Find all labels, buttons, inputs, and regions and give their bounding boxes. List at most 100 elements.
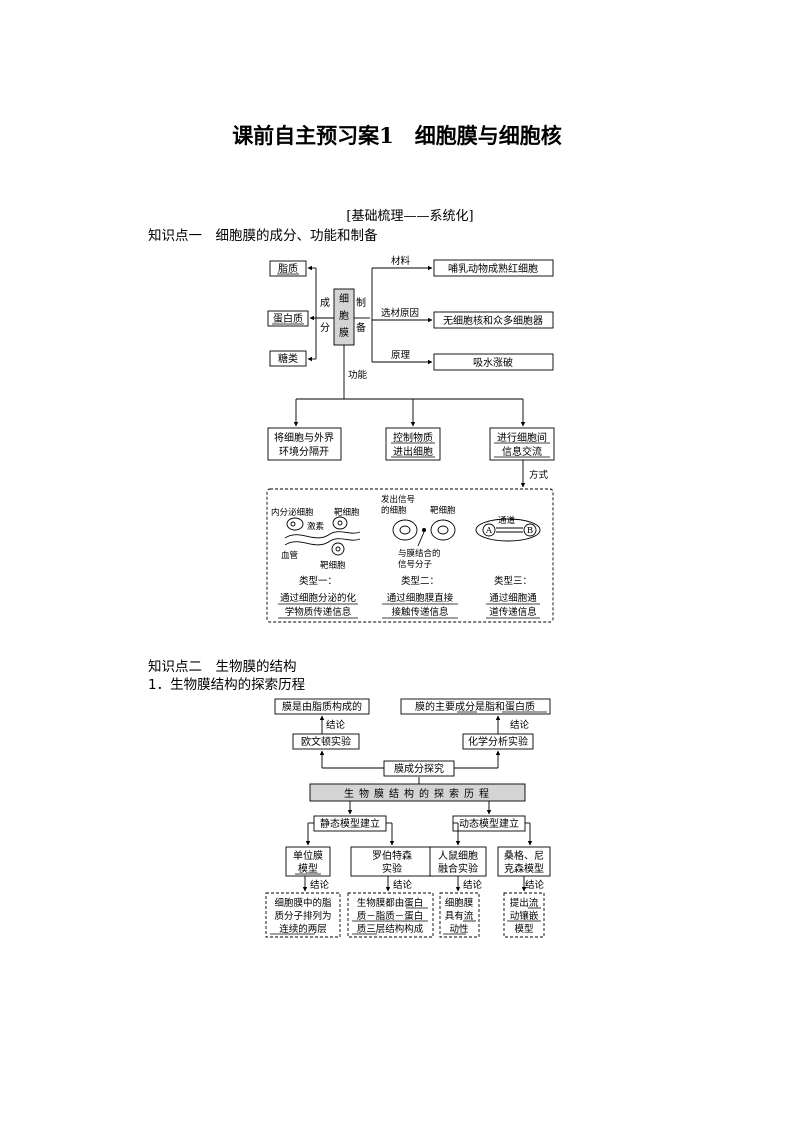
type2-illustration: 发出信号 的细胞 靶细胞 与膜结合的 信号分子 类型二： 通过细胞膜直接 接触传… bbox=[381, 494, 458, 619]
type3-name: 类型三： bbox=[494, 575, 532, 587]
components-label-1: 成 bbox=[320, 297, 330, 309]
result-box-1 bbox=[265, 892, 341, 938]
membrane-char-1: 细 bbox=[339, 292, 349, 305]
result-box-4 bbox=[503, 892, 545, 938]
sugar-box bbox=[269, 350, 307, 367]
fusion-box bbox=[429, 846, 487, 877]
lipid-label: 脂质 bbox=[278, 262, 298, 275]
overton-text: 欧文顿实验 bbox=[301, 735, 351, 748]
result-4-line-1: 提出流 bbox=[510, 897, 539, 909]
type1-desc-2: 学物质传递信息 bbox=[285, 606, 352, 618]
fusion-line-1: 人鼠细胞 bbox=[438, 849, 478, 862]
mode-label: 方式 bbox=[529, 469, 549, 481]
result-3-line-2: 具有流 bbox=[445, 910, 474, 922]
type1-desc-1: 通过细胞分泌的化 bbox=[280, 592, 357, 604]
chem-analysis-text: 化学分析实验 bbox=[468, 735, 528, 748]
exploration-bar bbox=[309, 783, 526, 802]
prep-material-label: 材料 bbox=[391, 255, 411, 267]
conclusion-label-singer: 结论 bbox=[525, 879, 545, 891]
lipid-box bbox=[269, 260, 307, 277]
type3-cell-a: A bbox=[485, 526, 493, 536]
result-3-line-3: 动性 bbox=[449, 923, 469, 935]
type2-signal-label-1: 发出信号 bbox=[381, 494, 415, 505]
type1-illustration: 内分泌细胞 激素 靶细胞 血管 靶细胞 类型一： 通过细胞分泌的化 学物质传递信… bbox=[271, 507, 361, 619]
type2-molecule-label-1: 与膜结合的 bbox=[398, 548, 441, 559]
type3-desc-2: 道传递信息 bbox=[489, 606, 537, 618]
result-2-line-3: 质三层结构构成 bbox=[357, 923, 424, 935]
explore-box bbox=[383, 760, 455, 777]
section2-heading: 知识点二 生物膜的结构 bbox=[148, 659, 297, 675]
prep-material-value: 哺乳动物成熟红细胞 bbox=[448, 262, 538, 275]
function-label: 功能 bbox=[348, 369, 368, 381]
type2-desc-2: 接触传递信息 bbox=[391, 606, 448, 618]
result-3-line-1: 细胞膜 bbox=[445, 897, 474, 909]
prep-reason-label: 选材原因 bbox=[381, 307, 419, 319]
function-box-3 bbox=[489, 427, 555, 461]
section1-heading: 知识点一 细胞膜的成分、功能和制备 bbox=[148, 228, 378, 244]
exploration-diagram: 膜是由脂质构成的 膜的主要成分是脂和蛋白质 结论 结论 欧文顿实验 化学分析实验… bbox=[265, 698, 551, 938]
prep-principle-value: 吸水涨破 bbox=[473, 356, 513, 369]
result-1-line-1: 细胞膜中的脂 bbox=[274, 897, 332, 909]
lipid-conclusion-text: 膜是由脂质构成的 bbox=[282, 700, 362, 713]
protein-conclusion-box bbox=[400, 698, 551, 715]
protein-conclusion-text: 膜的主要成分是脂和蛋白质 bbox=[415, 700, 535, 713]
prep-label-2: 备 bbox=[356, 321, 366, 334]
type2-molecule-label-2: 信号分子 bbox=[398, 559, 433, 570]
exploration-bar-text: 生物膜结构的探索历程 bbox=[344, 787, 494, 800]
lipid-conclusion-box bbox=[274, 698, 370, 715]
type3-cell-b: B bbox=[527, 526, 533, 536]
conclusion-label-unit: 结论 bbox=[310, 879, 330, 891]
static-model-text: 静态模型建立 bbox=[320, 817, 380, 830]
overton-box bbox=[292, 733, 360, 750]
result-box-3 bbox=[439, 892, 480, 938]
result-1-line-2: 质分子排列为 bbox=[274, 910, 331, 922]
result-2-line-2: 质－脂质－蛋白 bbox=[357, 910, 424, 922]
prep-reason-box bbox=[433, 311, 554, 329]
type1-vessel-label: 血管 bbox=[281, 550, 298, 561]
result-4-line-2: 动镶嵌 bbox=[510, 910, 539, 922]
result-2-line-1: 生物膜都由蛋白 bbox=[357, 897, 424, 909]
chem-analysis-box bbox=[462, 733, 534, 750]
prep-principle-box bbox=[433, 353, 554, 371]
type1-hormone-label: 激素 bbox=[307, 521, 325, 532]
components-label-2: 分 bbox=[320, 322, 330, 334]
result-1-line-3: 连续的两层 bbox=[279, 923, 327, 935]
type1-target-label-2: 靶细胞 bbox=[320, 560, 346, 571]
sugar-label: 糖类 bbox=[278, 352, 298, 365]
protein-box bbox=[267, 310, 309, 327]
type3-channel-label: 通道 bbox=[498, 515, 516, 526]
unit-membrane-line-1: 单位膜 bbox=[293, 849, 323, 862]
function-box-2 bbox=[385, 427, 441, 461]
explore-text: 膜成分探究 bbox=[394, 762, 444, 775]
prep-reason-value: 无细胞核和众多细胞器 bbox=[443, 314, 543, 327]
prep-material-box bbox=[433, 259, 554, 277]
conclusion-label-overton: 结论 bbox=[326, 719, 346, 731]
type2-target-label: 靶细胞 bbox=[430, 505, 456, 516]
communication-types-box bbox=[266, 488, 554, 623]
type2-name: 类型二： bbox=[401, 575, 439, 587]
unit-membrane-line-2: 模型 bbox=[298, 862, 318, 875]
conclusion-label-chem: 结论 bbox=[510, 719, 530, 731]
static-model-box bbox=[313, 815, 387, 832]
type1-endocrine-label: 内分泌细胞 bbox=[271, 507, 314, 518]
function-box-1 bbox=[267, 427, 342, 461]
function-2-line-2: 进出细胞 bbox=[393, 445, 433, 458]
result-box-2 bbox=[347, 892, 434, 938]
page-title: 课前自主预习案1 细胞膜与细胞核 bbox=[232, 123, 562, 148]
type3-illustration: A B 通道 类型三： 通过细胞通 道传递信息 bbox=[475, 515, 541, 619]
unit-membrane-box bbox=[285, 846, 331, 877]
function-1-line-1: 将细胞与外界 bbox=[274, 431, 334, 444]
type1-name: 类型一： bbox=[299, 575, 337, 587]
dynamic-model-text: 动态模型建立 bbox=[459, 817, 519, 830]
singer-line-2: 克森模型 bbox=[504, 862, 544, 875]
membrane-diagram: 脂质 蛋白质 糖类 成 分 细 胞 膜 制 备 材料 选材原因 原理 哺乳动物成… bbox=[266, 255, 555, 623]
prep-principle-label: 原理 bbox=[391, 350, 411, 361]
type2-signal-label-2: 的细胞 bbox=[381, 505, 407, 516]
result-4-line-3: 模型 bbox=[514, 923, 534, 935]
membrane-char-3: 膜 bbox=[339, 327, 349, 339]
type2-desc-1: 通过细胞膜直接 bbox=[387, 592, 454, 604]
prep-label-1: 制 bbox=[356, 296, 366, 309]
singer-line-1: 桑格、尼 bbox=[504, 849, 544, 862]
section2-subheading: 1．生物膜结构的探索历程 bbox=[148, 677, 306, 693]
